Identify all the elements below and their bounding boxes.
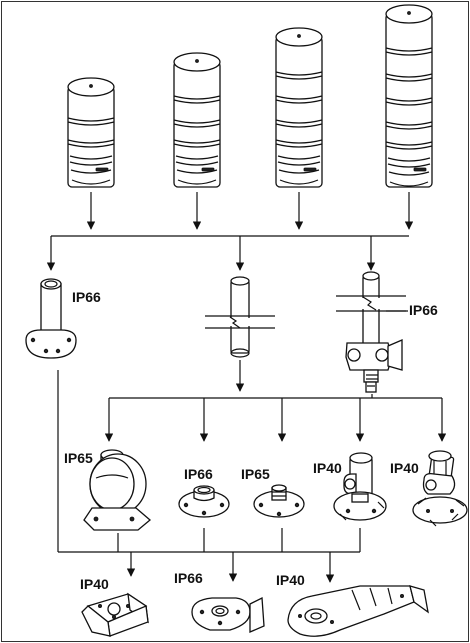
flat-base-ip-label: IP66	[184, 466, 213, 482]
tower-4-tier	[385, 4, 433, 188]
long-arm-ip-label: IP40	[276, 572, 305, 588]
pivot-base-ip-label: IP40	[313, 460, 342, 476]
bottom-connectors	[57, 370, 361, 583]
angle-bracket	[191, 596, 265, 633]
wall-bracket	[81, 592, 149, 637]
long-arm-bracket	[287, 585, 429, 637]
tube-flange-ip-label: IP65	[64, 450, 93, 466]
threaded-flange-base	[253, 484, 305, 518]
tower-1-tier	[67, 77, 115, 188]
tilt-base	[412, 450, 468, 527]
tilt-base-ip-label: IP40	[390, 460, 419, 476]
middle-connectors	[104, 360, 447, 442]
tower-2-tier	[173, 52, 221, 188]
angle-bracket-ip-label: IP66	[174, 570, 203, 586]
pivot-base	[333, 452, 387, 521]
tower-3-tier	[275, 27, 323, 188]
pipe-clamp-mount	[336, 271, 406, 393]
flat-flange-base	[178, 485, 230, 518]
threaded-base-ip-label: IP65	[241, 466, 270, 482]
extension-pipe-mount	[205, 276, 275, 358]
pole-flange-ip-label: IP66	[72, 289, 101, 305]
pole-flange-mount	[25, 278, 77, 359]
pipe-clamp-ip-label: IP66	[409, 302, 438, 318]
tower-connectors	[46, 192, 414, 271]
wall-bracket-ip-label: IP40	[80, 576, 109, 592]
tube-flange-base	[83, 449, 152, 531]
